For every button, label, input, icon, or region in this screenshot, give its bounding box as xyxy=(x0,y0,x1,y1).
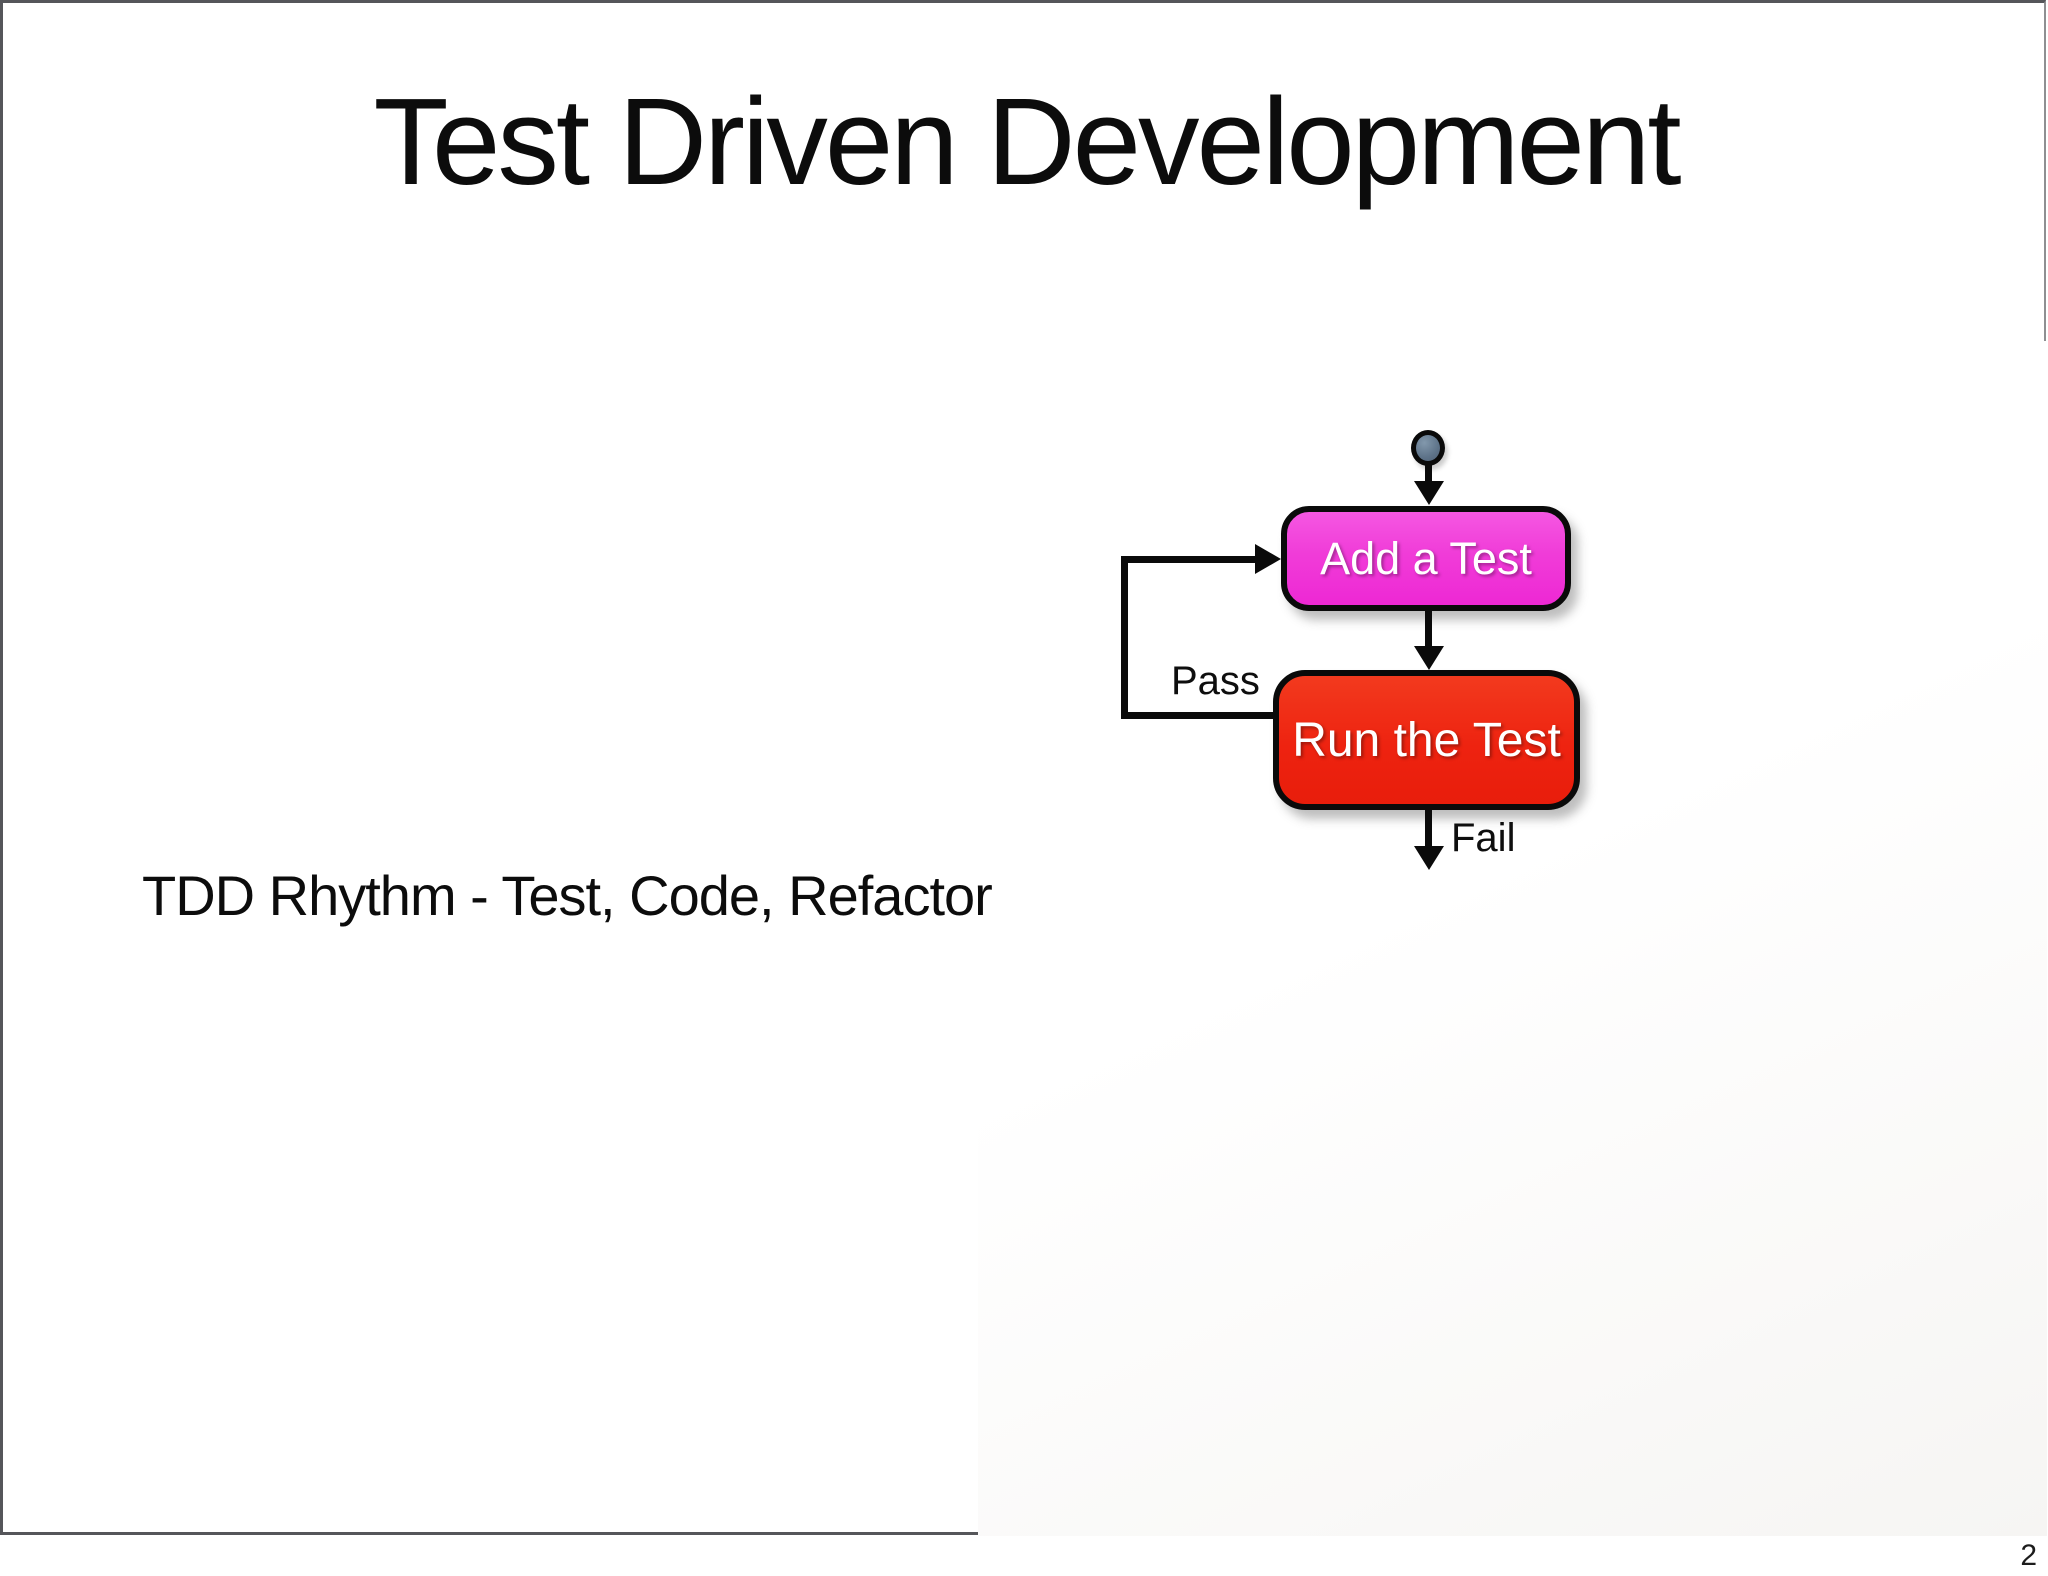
slide-frame: Test Driven Development TDD Rhythm - Tes… xyxy=(0,0,2047,1536)
arrowhead-down-icon xyxy=(1414,846,1444,870)
page-title: Test Driven Development xyxy=(373,74,1681,211)
body-text: TDD Rhythm - Test, Code, Refactor xyxy=(142,864,993,927)
add-test-node: Add a Test xyxy=(1281,506,1571,611)
arrowhead-right-icon xyxy=(1255,544,1281,574)
edge-line xyxy=(1121,556,1128,719)
edge-line xyxy=(1425,611,1432,648)
arrowhead-down-icon xyxy=(1414,646,1444,670)
edge-line xyxy=(1121,712,1277,719)
fail-edge-label: Fail xyxy=(1451,816,1516,860)
edge-line xyxy=(1425,810,1432,848)
start-node-icon xyxy=(1411,430,1445,466)
run-test-node: Run the Test xyxy=(1273,670,1580,810)
add-test-label: Add a Test xyxy=(1320,532,1532,584)
pass-edge-label: Pass xyxy=(1171,659,1260,703)
run-test-label: Run the Test xyxy=(1292,713,1561,767)
page-number: 2 xyxy=(2020,1539,2037,1572)
edge-line xyxy=(1121,556,1257,563)
arrowhead-down-icon xyxy=(1414,481,1444,505)
edge-line xyxy=(1425,464,1432,484)
